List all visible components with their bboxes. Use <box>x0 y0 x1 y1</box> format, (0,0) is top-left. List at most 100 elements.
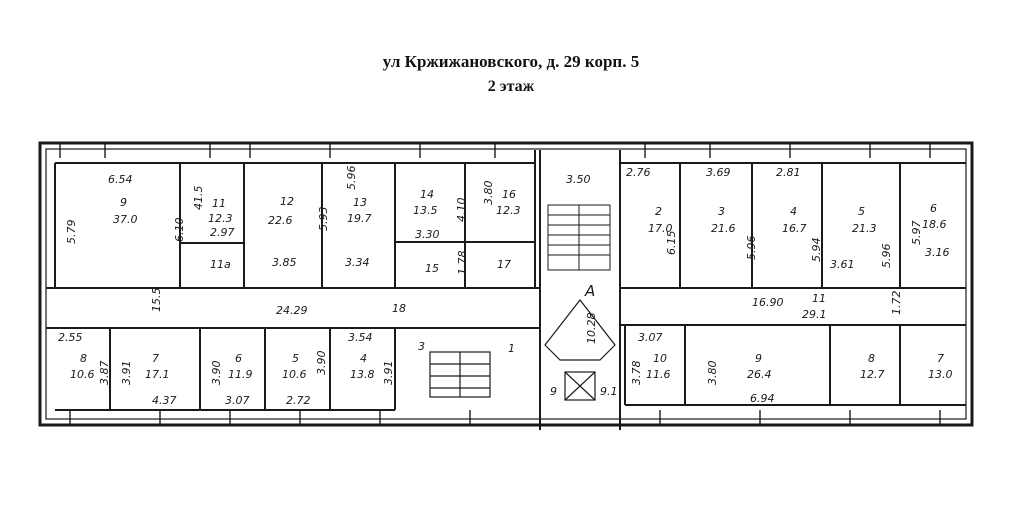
room-11-dim-2: 2.97 <box>210 226 235 239</box>
room-9-dim-2: 5.79 <box>65 220 78 245</box>
room-10-s-area: 11.6 <box>646 368 671 381</box>
room-7-se-area: 13.0 <box>928 368 953 381</box>
room-12-dim-2: 3.85 <box>272 256 297 269</box>
room-16-dim-1: 3.80 <box>482 181 495 206</box>
room-11-dim-1: 41.5 <box>192 186 205 211</box>
room-4-s-area: 13.8 <box>350 368 375 381</box>
room-2-number: 2 <box>655 205 662 218</box>
room-4-area: 16.7 <box>782 222 807 235</box>
room-4-number: 4 <box>790 205 797 218</box>
room-12-area: 22.6 <box>268 214 293 227</box>
room-4-s-dim-2: 3.91 <box>382 361 395 386</box>
corridor-18-dim-2: 24.29 <box>276 304 308 317</box>
room-3-s-number: 3 <box>418 340 425 353</box>
room-7-s-number: 7 <box>152 352 159 365</box>
room-5-s-area: 10.6 <box>282 368 307 381</box>
room-10-s-number: 10 <box>653 352 667 365</box>
room-2-dim-2: 6.15 <box>665 231 678 256</box>
room-8-s-dim-2: 3.87 <box>98 361 111 386</box>
corridor-11-dim-2: 1.72 <box>890 291 903 316</box>
room-5-s-number: 5 <box>292 352 299 365</box>
room-4-dim-2: 5.94 <box>810 238 823 263</box>
room-5-s-dim-2: 2.72 <box>286 394 311 407</box>
corridor-labels: 15.5 24.29 18 16.90 11 29.1 1.72 A <box>150 282 903 321</box>
room-3-dim-2: 5.96 <box>745 236 758 261</box>
room-9-area: 37.0 <box>113 213 138 226</box>
room-13-dim-1: 5.96 <box>345 166 358 191</box>
corridor-11-dim-1: 16.90 <box>752 296 784 309</box>
room-1-s-number: 1 <box>508 342 515 355</box>
corridor-11-area: 29.1 <box>802 308 827 321</box>
stair-south-dim-3: 9.1 <box>600 385 618 398</box>
room-14-dim-2: 4.10 <box>455 198 468 223</box>
room-8-s-number: 8 <box>80 352 87 365</box>
room-6-area: 18.6 <box>922 218 947 231</box>
room-6-s-number: 6 <box>235 352 242 365</box>
room-6-number: 6 <box>930 202 937 215</box>
room-4-s-number: 4 <box>360 352 367 365</box>
corridor-18-number: 18 <box>392 302 406 315</box>
north-room-walls <box>54 150 966 430</box>
room-2-area: 17.0 <box>648 222 673 235</box>
room-5-number: 5 <box>858 205 865 218</box>
label-a: A <box>584 282 595 300</box>
room-11-number: 11 <box>212 197 226 210</box>
room-9-s-area: 26.4 <box>747 368 772 381</box>
room-8-s-dim-1: 2.55 <box>58 331 83 344</box>
room-13-area: 19.7 <box>347 212 372 225</box>
room-7-s-area: 17.1 <box>145 368 170 381</box>
room-10-s-dim-2: 3.78 <box>630 361 643 386</box>
room-13-number: 13 <box>353 196 367 209</box>
corridor-18-dim-1: 15.5 <box>150 288 163 313</box>
outer-walls <box>38 141 974 427</box>
stair-north <box>547 204 611 271</box>
room-14-area: 13.5 <box>413 204 438 217</box>
room-9-dim-1: 6.54 <box>108 173 133 186</box>
room-9-s-number: 9 <box>755 352 762 365</box>
page-title: ул Кржижановского, д. 29 корп. 5 <box>382 52 640 71</box>
room-5-dim-1: 3.61 <box>830 258 855 271</box>
room-8-se-number: 8 <box>868 352 875 365</box>
room-9-s-dim-2: 6.94 <box>750 392 775 405</box>
room-10-s-dim-1: 3.07 <box>638 331 663 344</box>
stair-south-dim-2: 9 <box>550 385 557 398</box>
room-9-number: 9 <box>120 196 127 209</box>
room-labels-south-west: 2.55 8 10.6 3.87 3.91 7 17.1 4.37 3.90 6… <box>58 331 515 407</box>
room-11-area: 12.3 <box>208 212 233 225</box>
corridor-walls <box>46 287 966 329</box>
room-7-s-dim-1: 3.91 <box>120 361 133 386</box>
room-2-dim-1: 2.76 <box>626 166 651 179</box>
room-14-number: 14 <box>420 188 434 201</box>
room-6-dim-1: 5.97 <box>910 221 923 246</box>
room-16-number: 16 <box>502 188 516 201</box>
room-11a-number: 11a <box>210 258 231 271</box>
room-4-s-dim-1: 3.54 <box>348 331 373 344</box>
room-6-dim-2: 3.16 <box>925 246 950 259</box>
room-labels-north-west: 6.54 9 37.0 5.79 6.10 41.5 11 12.3 2.97 … <box>65 166 591 276</box>
room-6-s-dim-2: 3.07 <box>225 394 250 407</box>
room-12-number: 12 <box>280 195 294 208</box>
corridor-11-number: 11 <box>812 292 826 305</box>
room-labels-north-east: 2.76 2 17.0 6.15 3.69 3 21.6 5.96 2.81 4… <box>626 166 950 271</box>
room-15-dim-1: 1.78 <box>456 251 469 276</box>
room-8-s-area: 10.6 <box>70 368 95 381</box>
room-5-area: 21.3 <box>852 222 877 235</box>
stair-south-labels: 10.28 9 9.1 <box>550 313 618 399</box>
room-7-se-number: 7 <box>937 352 944 365</box>
room-3-area: 21.6 <box>711 222 736 235</box>
room-16-area: 12.3 <box>496 204 521 217</box>
stair-south-dim-1: 10.28 <box>585 313 598 345</box>
room-15-number: 15 <box>425 262 439 275</box>
room-5-s-dim-1: 3.90 <box>315 351 328 376</box>
room-13-dim-2: 3.34 <box>345 256 370 269</box>
stair-south <box>429 299 616 401</box>
floor-label: 2 этаж <box>487 78 535 95</box>
room-5-dim-2: 5.96 <box>880 244 893 269</box>
room-labels-south-east: 3.07 10 11.6 3.78 3.80 9 26.4 6.94 8 12.… <box>630 331 953 405</box>
stair-north-dim: 3.50 <box>566 173 591 186</box>
room-6-s-dim-1: 3.90 <box>210 361 223 386</box>
room-6-s-area: 11.9 <box>228 368 253 381</box>
room-4-dim-1: 2.81 <box>776 166 801 179</box>
room-12-dim-1: 5.93 <box>317 207 330 232</box>
